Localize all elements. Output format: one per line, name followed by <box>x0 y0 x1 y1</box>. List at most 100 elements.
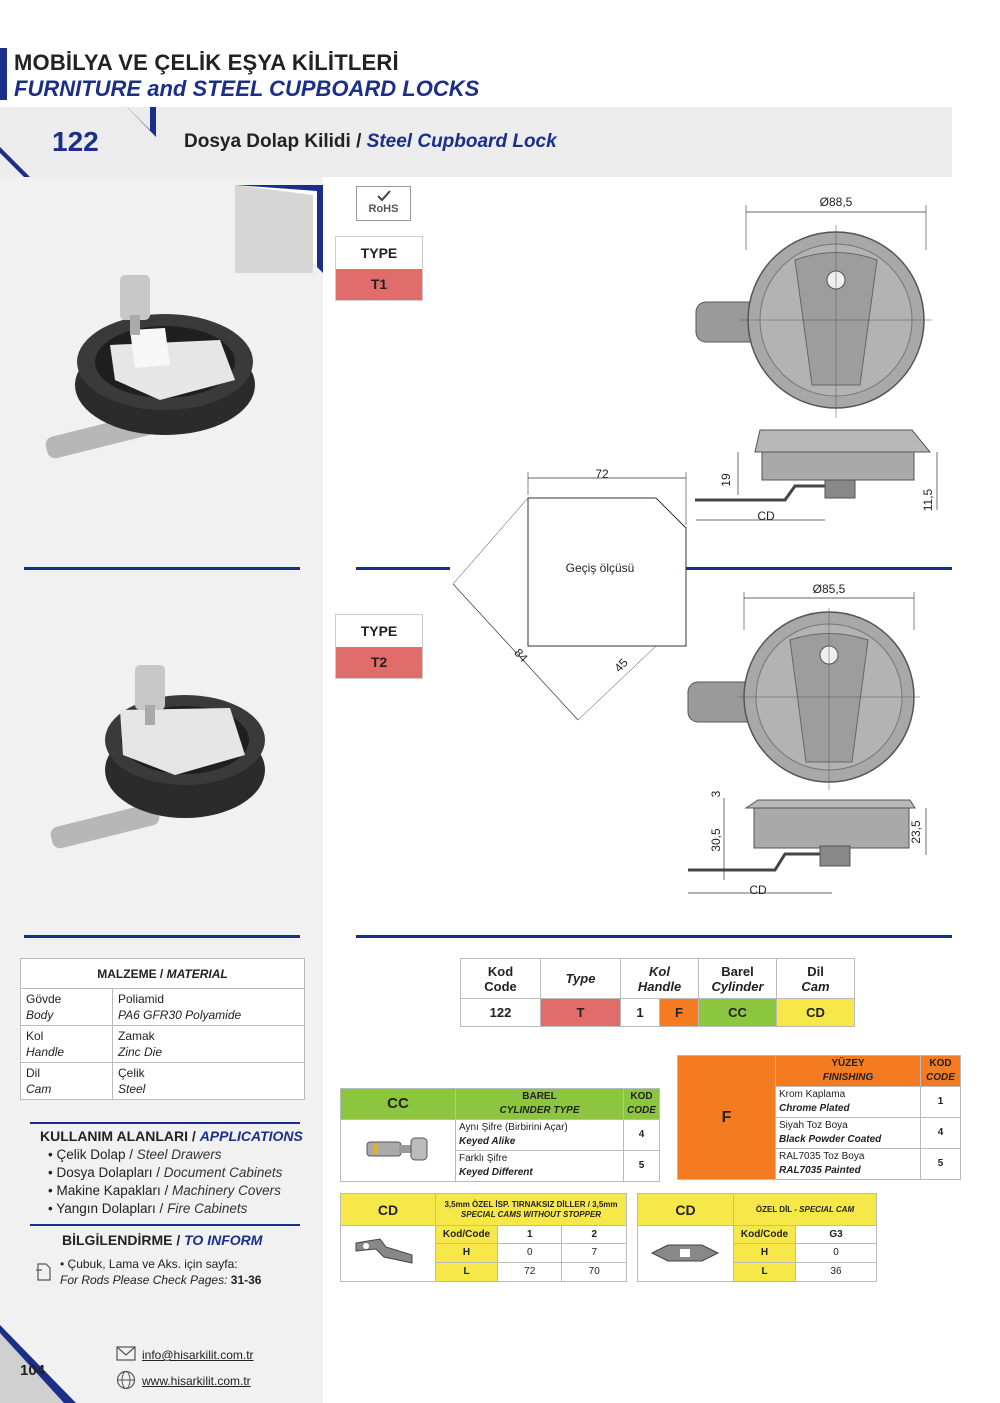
cam2-table: CD ÖZEL DİL - SPECIAL CAM Kod/Code G3 H … <box>637 1193 877 1282</box>
code-cell: 122 <box>460 998 541 1027</box>
app-tr: • Çelik Dolap / <box>48 1147 134 1162</box>
cyl-en: Keyed Alike <box>459 1136 516 1147</box>
cam2-h: 0 <box>795 1243 877 1263</box>
email-icon <box>116 1346 136 1361</box>
divider-left-1 <box>24 567 300 570</box>
cylinder-code: CC <box>340 1088 456 1120</box>
app-en: Steel Drawers <box>136 1147 222 1162</box>
document-icon <box>36 1263 51 1281</box>
finishing-kod-tr: KOD <box>929 1058 952 1069</box>
finishing-head-tr: YÜZEY <box>831 1058 865 1069</box>
inform-title: BİLGİLENDİRME / TO INFORM <box>62 1232 262 1248</box>
cam1-h: 7 <box>561 1243 627 1263</box>
cam-cell: CD <box>776 998 855 1027</box>
cam2-code: CD <box>637 1193 734 1226</box>
handle-cell: F <box>659 998 699 1027</box>
table-header-row: CD ÖZEL DİL - SPECIAL CAM <box>637 1193 877 1226</box>
applications-title-en: APPLICATIONS <box>199 1128 303 1144</box>
fin-en: Black Powder Coated <box>779 1134 882 1145</box>
cam1-l: 72 <box>496 1262 563 1282</box>
t2-cd: CD <box>749 883 767 897</box>
inform-line1: • Çubuk, Lama ve Aks. için sayfa: <box>60 1257 238 1271</box>
part-tr: Dil <box>26 1066 40 1080</box>
product-band <box>0 107 952 177</box>
lock-t1-product-image <box>45 275 255 459</box>
cam1-h-label: H <box>435 1243 498 1263</box>
finishing-kod-en: CODE <box>926 1072 955 1083</box>
page-corner-icon <box>0 1325 76 1403</box>
app-tr: • Yangın Dolapları / <box>48 1201 164 1216</box>
part-tr: Kol <box>26 1029 44 1043</box>
divider-mid-2 <box>356 935 952 938</box>
cam1-l-label: L <box>435 1262 498 1282</box>
list-item: • Makine Kapakları / Machinery Covers <box>48 1182 282 1200</box>
cam1-code: CD <box>340 1193 436 1226</box>
cyl-tr: Farklı Şifre <box>459 1153 508 1164</box>
email-link[interactable]: info@hisarkilit.com.tr <box>142 1348 254 1362</box>
fin-en: Chrome Plated <box>779 1103 850 1114</box>
website-link[interactable]: www.hisarkilit.com.tr <box>142 1374 251 1388</box>
mat-tr: Poliamid <box>118 992 165 1006</box>
cyl-en: Keyed Different <box>459 1167 533 1178</box>
cam1-table: CD 3,5mm ÖZEL İSP. TIRNAKSIZ DİLLER / 3,… <box>340 1193 627 1282</box>
cam1-title-en: SPECIAL CAMS WITHOUT STOPPER <box>460 1209 602 1219</box>
cam2-l: 36 <box>795 1262 877 1282</box>
fin-tr: Siyah Toz Boya <box>779 1120 848 1131</box>
product-number: 122 <box>52 126 99 157</box>
hdr-tr: Dil <box>807 963 824 979</box>
type-label: TYPE <box>336 615 422 647</box>
section-corner-icon <box>235 185 323 273</box>
app-en: Fire Cabinets <box>167 1201 248 1216</box>
type-cell: T <box>540 998 621 1027</box>
cam1-title-tr: 3,5mm ÖZEL İSP. TIRNAKSIZ DİLLER / 3,5mm <box>444 1199 618 1209</box>
fin-code: 5 <box>920 1148 961 1180</box>
hdr-en: Cylinder <box>711 978 764 994</box>
hdr-tr: Kod <box>487 963 514 979</box>
finishing-code: F <box>677 1055 776 1180</box>
hdr-en: Handle <box>637 978 682 994</box>
part-en: Body <box>26 1008 54 1022</box>
part-en: Handle <box>26 1045 65 1059</box>
t2-dim-23-5: 23,5 <box>909 820 923 844</box>
inform-title-tr: BİLGİLENDİRME / <box>62 1232 181 1248</box>
cam2-shape-icon <box>650 1244 719 1262</box>
cam2-title-tr: ÖZEL DİL - <box>755 1204 797 1214</box>
inform-title-en: TO INFORM <box>184 1232 263 1248</box>
table-row: H 0 <box>638 1243 877 1263</box>
technical-drawing: Ø88,5 19 11,5 CD 72 Geçiş ölçüsü 84 45 Ø… <box>452 195 938 897</box>
hdr-en: Cam <box>801 978 830 994</box>
table-row: Kod/Code G3 <box>637 1225 877 1282</box>
cylinder-key-icon <box>366 1137 428 1161</box>
product-title: Dosya Dolap Kilidi / Steel Cupboard Lock <box>184 131 557 153</box>
t1-cd: CD <box>757 509 775 523</box>
t2-dim-30-5: 30,5 <box>709 828 723 852</box>
cam2-col: G3 <box>795 1225 877 1244</box>
material-title-tr: MALZEME / <box>97 966 164 981</box>
cylinder-head-en: CYLINDER TYPE <box>499 1105 580 1116</box>
product-title-en: Steel Cupboard Lock <box>366 131 557 152</box>
divider-mid-1b <box>686 567 952 570</box>
list-item: • Yangın Dolapları / Fire Cabinets <box>48 1200 282 1218</box>
t2-diameter: Ø85,5 <box>813 582 846 596</box>
hdr-tr: Barel <box>721 963 754 979</box>
cyl-code: 5 <box>623 1150 660 1182</box>
cam1-h: 0 <box>496 1243 563 1263</box>
header-title-tr: MOBİLYA VE ÇELİK EŞYA KİLİTLERİ <box>14 50 399 75</box>
cam2-l-label: L <box>733 1262 796 1282</box>
fin-en: RAL7035 Painted <box>779 1165 861 1176</box>
cam2-h-label: H <box>733 1243 796 1263</box>
t1-diameter: Ø88,5 <box>820 195 853 209</box>
material-title-en: MATERIAL <box>166 966 228 981</box>
cylinder-head-tr: BAREL <box>522 1091 557 1102</box>
mat-en: Zinc Die <box>118 1045 163 1059</box>
